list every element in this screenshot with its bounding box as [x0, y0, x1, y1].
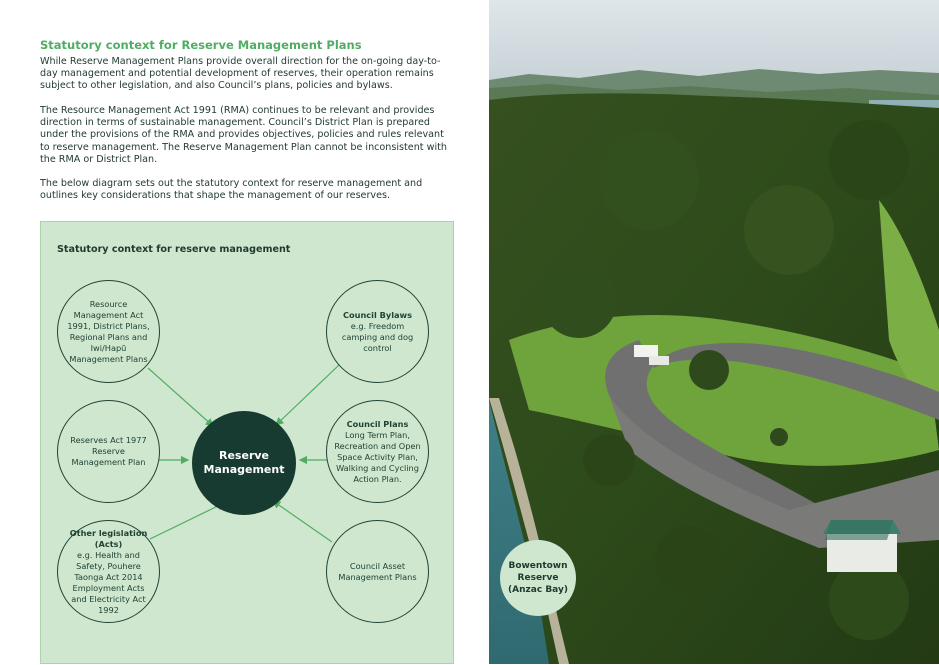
- tree-clump-9: [829, 120, 909, 200]
- photo-caption: Bowentown Reserve (Anzac Bay): [508, 561, 568, 595]
- tree-clump-8: [599, 130, 699, 230]
- diagram-title: Statutory context for reserve management: [57, 244, 291, 255]
- tree-clump-2: [770, 428, 788, 446]
- tree-clump-1: [689, 350, 729, 390]
- node-bylaws: Council Bylaws e.g. Freedom camping and …: [326, 280, 429, 383]
- tree-clump-4: [655, 526, 723, 594]
- node-bylaws-title: Council Bylaws: [343, 309, 412, 320]
- statutory-context-diagram: Statutory context for reserve management…: [40, 221, 454, 664]
- node-rma-text: Resource Management Act 1991, District P…: [67, 298, 150, 364]
- tree-clump-3: [583, 434, 635, 486]
- node-other-legislation-text: e.g. Health and Safety, Pouhere Taonga A…: [71, 549, 146, 615]
- node-other-legislation-title: Other legislation (Acts): [69, 527, 148, 549]
- grass-right-slope: [879, 200, 939, 420]
- node-rma: Resource Management Act 1991, District P…: [57, 280, 160, 383]
- text-column: Statutory context for Reserve Management…: [40, 38, 454, 664]
- arrow-bylaws: [275, 364, 340, 426]
- tree-clump-5: [829, 560, 909, 640]
- node-asset-plans: Council Asset Management Plans: [326, 520, 429, 623]
- diagram-arrows: [147, 364, 340, 543]
- page-heading: Statutory context for Reserve Management…: [40, 38, 362, 52]
- sky: [489, 0, 939, 80]
- node-bylaws-text: e.g. Freedom camping and dog control: [341, 320, 414, 353]
- node-asset-plans-text: Council Asset Management Plans: [338, 560, 417, 582]
- node-council-plans-text: Long Term Plan, Recreation and Open Spac…: [334, 429, 421, 484]
- parking-area: [609, 395, 939, 548]
- node-council-plans: Council Plans Long Term Plan, Recreation…: [326, 400, 429, 503]
- tree-clump-7: [744, 185, 834, 275]
- arrow-asset-plans: [272, 500, 333, 543]
- reserve-photo-panel: Bowentown Reserve (Anzac Bay): [489, 0, 939, 664]
- toilet-block: [823, 520, 901, 572]
- aerial-reserve-photo: [489, 0, 939, 664]
- arrow-other-legislation: [149, 502, 226, 540]
- intro-paragraph: While Reserve Management Plans provide o…: [40, 56, 441, 92]
- node-reserves-act: Reserves Act 1977 Reserve Management Pla…: [57, 400, 160, 503]
- diagram-intro-paragraph: The below diagram sets out the statutory…: [40, 178, 423, 202]
- arrow-rma: [147, 367, 214, 427]
- campervan-2: [649, 356, 669, 365]
- tree-clump-6: [541, 262, 617, 338]
- rma-paragraph: The Resource Management Act 1991 (RMA) c…: [40, 105, 447, 165]
- node-reserves-act-text: Reserves Act 1977 Reserve Management Pla…: [70, 435, 147, 467]
- center-reserve-management: Reserve Management: [192, 411, 296, 515]
- campervan-1: [634, 345, 658, 357]
- node-other-legislation: Other legislation (Acts) e.g. Health and…: [57, 520, 160, 623]
- node-council-plans-title: Council Plans: [346, 418, 409, 429]
- center-label: Reserve Management: [203, 449, 285, 476]
- photo-caption-badge: Bowentown Reserve (Anzac Bay): [500, 540, 576, 616]
